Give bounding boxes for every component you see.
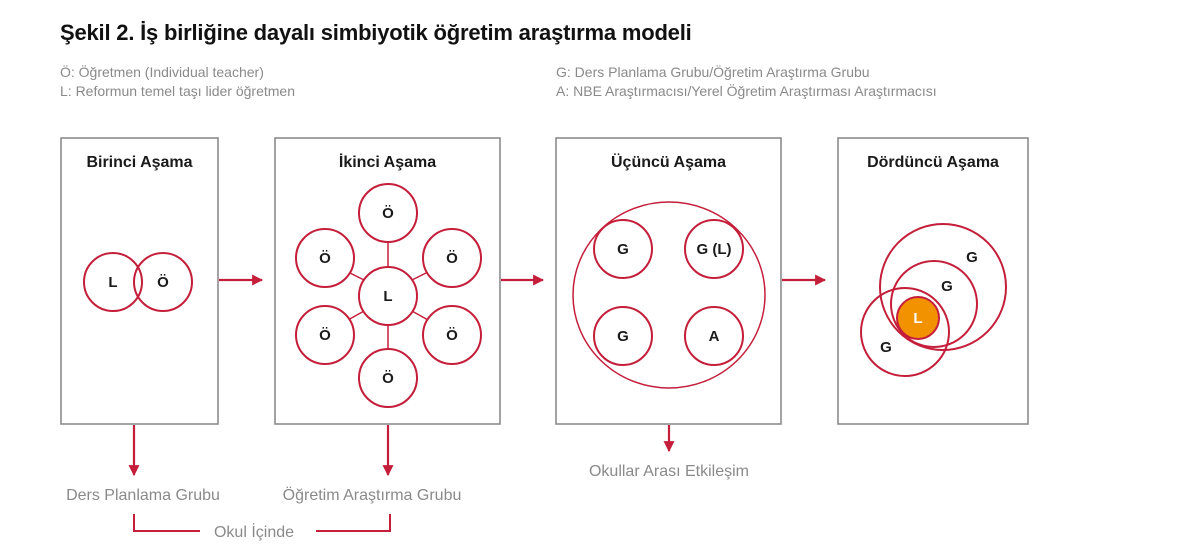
stage-2-bottom-label: Ö (382, 370, 394, 387)
stage-3-box (555, 137, 782, 425)
stage-3-group-top-left (593, 219, 653, 279)
stage-3-top-left-label: G (617, 241, 629, 258)
legend-right: G: Ders Planlama Grubu/Öğretim Araştırma… (556, 63, 937, 101)
stage-2-teacher-lower-right (422, 305, 482, 365)
stage-3-bottom-right-label: A (709, 328, 720, 345)
stage-4-title: Dördüncü Aşama (867, 154, 999, 171)
stage-3-outer-circle (572, 201, 766, 389)
stage-3-group-bottom-left (593, 306, 653, 366)
stage-2-teacher-top (358, 183, 418, 243)
stage-4-box (837, 137, 1029, 425)
legend-researcher: A: NBE Araştırmacısı/Yerel Öğretim Araşt… (556, 83, 937, 99)
stage-3-top-right-label: G (L) (697, 241, 732, 258)
stage-3: Üçüncü Aşama G G (L) G A (555, 137, 782, 425)
stage-4-group-left (860, 287, 950, 377)
stage-4-leader-circle (896, 296, 940, 340)
stage-1: Birinci Aşama L Ö (60, 137, 219, 425)
stage-2-box (274, 137, 501, 425)
stage-2-center-label: L (383, 288, 392, 305)
stage-4: Dördüncü Aşama G G G L (837, 137, 1029, 425)
stage-1-teacher-circle (133, 252, 193, 312)
legend-group: G: Ders Planlama Grubu/Öğretim Araştırma… (556, 64, 870, 80)
stage-1-leader-label: L (108, 274, 117, 291)
stage-2-lower-right-label: Ö (446, 327, 458, 344)
bracket-left (133, 514, 200, 532)
stage-2-teacher-lower-left (295, 305, 355, 365)
stage-2: İkinci Aşama Ö Ö Ö Ö Ö Ö L (274, 137, 501, 425)
spoke-lower-left (347, 310, 365, 321)
stage-4-left-label: G (880, 339, 892, 356)
stage-4-middle-label: G (941, 278, 953, 295)
stage-3-group-leader (684, 219, 744, 279)
stage-2-leader-center (358, 266, 418, 326)
legend-left: Ö: Öğretmen (Individual teacher) L: Refo… (60, 63, 295, 101)
stage-1-teacher-label: Ö (157, 274, 169, 291)
stage-3-bottom-left-label: G (617, 328, 629, 345)
spoke-lower-right (411, 310, 429, 321)
stage-4-outer-label: G (966, 249, 978, 266)
stage-1-box (60, 137, 219, 425)
stage-4-leader-label: L (913, 310, 922, 327)
stage-2-lower-left-label: Ö (319, 327, 331, 344)
stage-2-upper-left-label: Ö (319, 250, 331, 267)
legend-teacher: Ö: Öğretmen (Individual teacher) (60, 64, 264, 80)
stage-3-title: Üçüncü Aşama (611, 152, 726, 171)
spoke-upper-right (411, 271, 429, 281)
figure-title: Şekil 2. İş birliğine dayalı simbiyotik … (60, 20, 692, 45)
bracket-label: Okul İçinde (214, 522, 294, 541)
stage-1-leader-circle (83, 252, 143, 312)
stage-1-title: Birinci Aşama (86, 154, 192, 171)
stage-3-bottom-label: Okullar Arası Etkileşim (589, 463, 749, 480)
stage-2-bottom-label: Öğretim Araştırma Grubu (283, 486, 462, 504)
stage-2-upper-right-label: Ö (446, 250, 458, 267)
stage-2-teacher-bottom (358, 348, 418, 408)
stage-4-group-outer (879, 223, 1007, 351)
stage-1-bottom-label: Ders Planlama Grubu (66, 487, 220, 504)
stage-2-title: İkinci Aşama (339, 153, 436, 171)
stage-2-teacher-upper-right (422, 228, 482, 288)
stage-3-researcher (684, 306, 744, 366)
stage-2-teacher-upper-left (295, 228, 355, 288)
bracket-right (316, 514, 391, 532)
legend-leader: L: Reformun temel taşı lider öğretmen (60, 83, 295, 99)
stage-2-top-label: Ö (382, 205, 394, 222)
stage-4-group-middle (890, 260, 978, 348)
